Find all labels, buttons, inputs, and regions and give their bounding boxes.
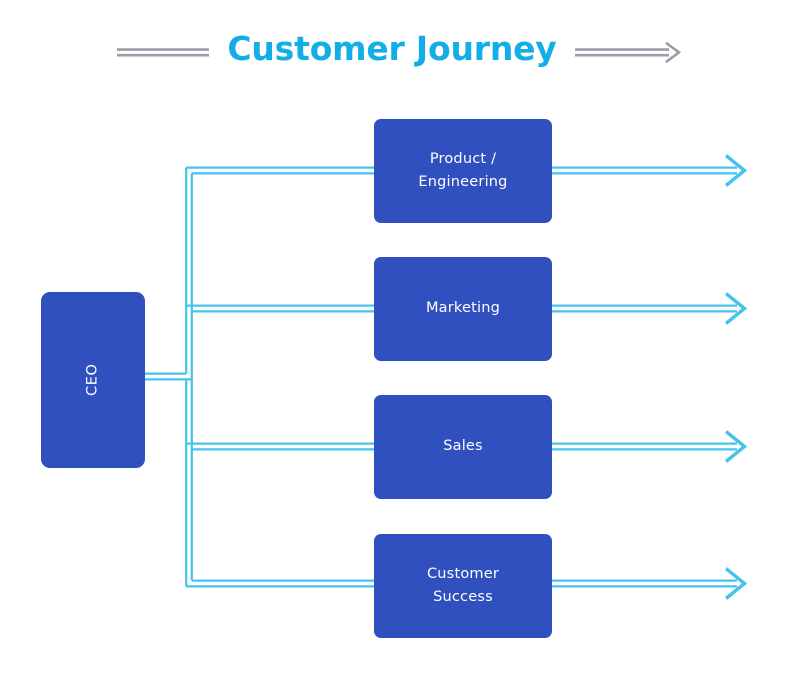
title-left-rule-icon	[117, 43, 210, 56]
outflow-arrow-product-engineering	[552, 154, 748, 187]
node-product-engineering-label: Product / Engineering	[418, 150, 508, 190]
page-title: Customer Journey	[227, 28, 557, 68]
node-ceo[interactable]: CEO	[41, 292, 145, 468]
outflow-arrow-sales	[552, 430, 748, 463]
outflow-arrow-customer-success	[552, 567, 748, 600]
connector-branch-customer-success	[186, 579, 374, 588]
node-sales[interactable]: Sales	[374, 395, 552, 499]
outflow-arrow-marketing	[552, 292, 748, 325]
connector-branch-sales	[186, 442, 374, 451]
node-sales-label: Sales	[443, 438, 483, 455]
connector-ceo-stub	[145, 372, 191, 381]
connector-branch-marketing	[186, 304, 374, 313]
node-customer-success[interactable]: Customer Success	[374, 534, 552, 638]
node-product-engineering[interactable]: Product / Engineering	[374, 119, 552, 223]
node-ceo-label: CEO	[84, 363, 101, 397]
node-customer-success-label: Customer Success	[426, 565, 500, 605]
title-right-arrow-icon	[574, 41, 683, 63]
page-title-row: Customer Journey	[0, 18, 800, 78]
connector-trunk-upper	[185, 167, 193, 380]
connector-trunk-lower	[185, 379, 193, 587]
node-marketing-label: Marketing	[425, 300, 501, 317]
connector-branch-product-engineering	[186, 166, 374, 175]
node-marketing[interactable]: Marketing	[374, 257, 552, 361]
